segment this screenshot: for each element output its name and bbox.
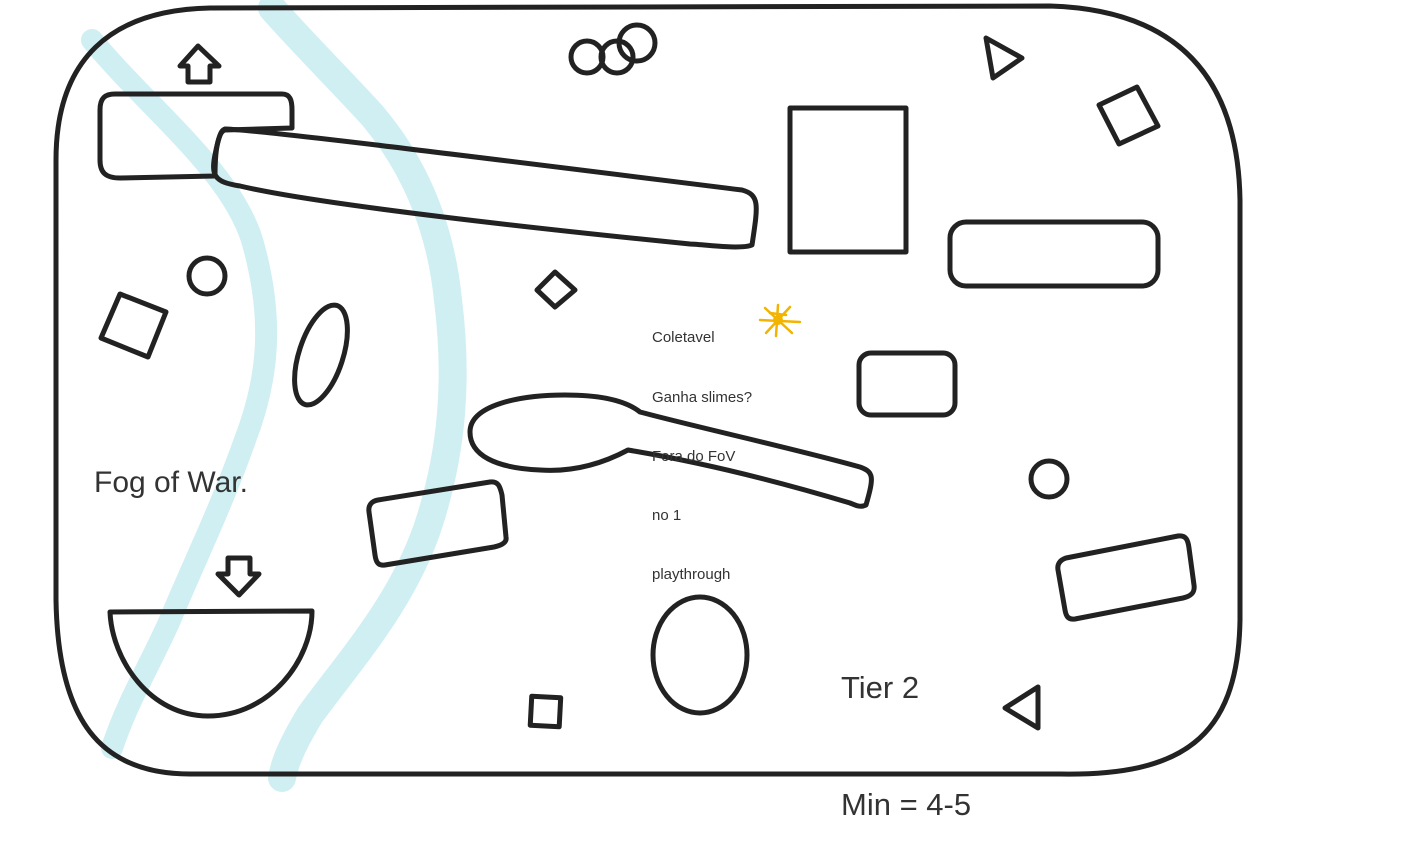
half-bowl-platform: [107, 608, 315, 719]
thin-ellipse: [292, 302, 350, 408]
small-circle-left: [186, 255, 228, 297]
collectible-note: Coletavel Ganha slimes? Fora do FoV no 1…: [652, 289, 752, 604]
note-line: Ganha slimes?: [652, 388, 753, 406]
tall-rectangle: [787, 105, 909, 255]
map-boundary: [53, 3, 1243, 777]
note-line: Coletavel: [652, 329, 715, 347]
triangle-top-right: [983, 35, 1025, 81]
river-left: [81, 29, 278, 759]
diamond-top-right: [1096, 84, 1161, 147]
river-right: [258, 0, 467, 792]
circle-top-a: [568, 38, 606, 76]
large-ellipse-bottom: [650, 594, 750, 716]
small-square-bottom: [527, 693, 564, 730]
tilted-block-right: [1055, 533, 1197, 622]
mid-right-block: [856, 350, 958, 418]
small-circle-right: [1028, 458, 1070, 500]
note-line: Fora do FoV: [652, 447, 736, 465]
star-burst-icon: [758, 303, 802, 338]
tier-line-2: Min = 4-5: [841, 787, 972, 822]
right-pill-platform: [947, 219, 1161, 289]
diamond-center: [534, 269, 578, 310]
circle-top-c: [616, 22, 658, 64]
long-ramp-platform: [211, 126, 759, 250]
tier-line-1: Tier 2: [841, 670, 920, 705]
arrow-up-icon: [177, 43, 222, 85]
tilted-square-left: [98, 291, 169, 360]
ladle-platform: [467, 392, 874, 509]
map-canvas: [53, 0, 1243, 792]
fog-of-war-label: Fog of War.: [94, 466, 248, 499]
triangle-bottom-right: [1002, 684, 1041, 731]
note-line: playthrough: [652, 565, 731, 583]
tilted-block-center: [366, 479, 509, 568]
note-line: no 1: [652, 506, 682, 524]
tier-label: Tier 2 Min = 4-5: [841, 590, 971, 863]
arrow-down-icon: [215, 555, 262, 598]
